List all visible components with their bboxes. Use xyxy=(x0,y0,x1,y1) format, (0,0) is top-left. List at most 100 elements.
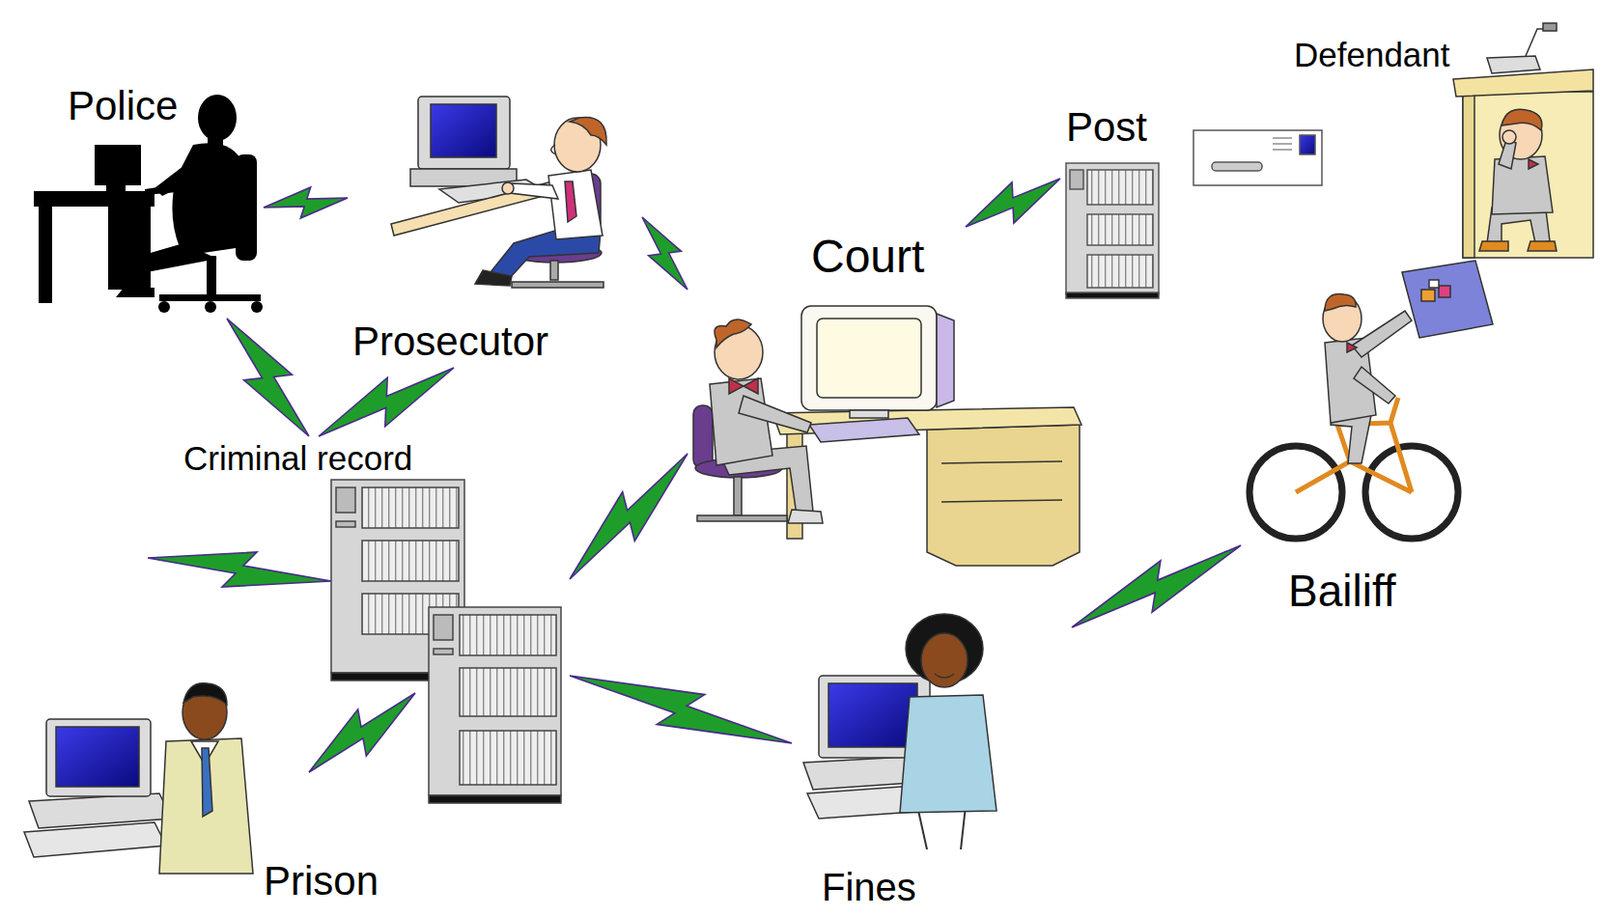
node-label: Criminal record xyxy=(183,439,413,478)
prosecutor-figure xyxy=(548,169,603,240)
lightning-connector xyxy=(642,217,688,290)
court-figure xyxy=(709,378,773,466)
post-server xyxy=(1066,292,1159,299)
court-figure xyxy=(693,306,1082,566)
defendant-figure xyxy=(1479,241,1557,252)
lightning-connector-group xyxy=(642,217,688,290)
bailiff-figure xyxy=(1402,260,1493,338)
criminal-record-servers xyxy=(336,487,356,513)
court-figure xyxy=(809,418,920,443)
court-figure xyxy=(801,306,937,411)
node-label: Police xyxy=(67,83,178,130)
envelope xyxy=(1193,130,1322,186)
prosecutor-node: Prosecutor xyxy=(347,91,643,368)
fines-figure xyxy=(934,673,955,678)
criminal-record-servers xyxy=(433,615,453,641)
criminal-record-servers xyxy=(336,521,356,528)
police-silhouette xyxy=(197,94,237,141)
fines-figure xyxy=(803,614,997,850)
court-figure xyxy=(816,318,922,398)
court-figure xyxy=(738,395,812,433)
prosecutor-figure xyxy=(551,144,557,155)
police-silhouette xyxy=(251,301,263,313)
lightning-connector-group xyxy=(263,187,348,219)
bailiff-figure xyxy=(1429,280,1439,288)
police-silhouette xyxy=(158,301,170,313)
prosecutor-figure xyxy=(509,183,559,199)
defendant-figure xyxy=(1528,159,1539,169)
defendant-figure xyxy=(1501,109,1543,131)
prosecutor-figure xyxy=(511,281,604,288)
criminal-record-servers xyxy=(459,615,557,656)
criminal-record-node: Criminal record xyxy=(178,436,570,694)
criminal-record-servers xyxy=(459,668,557,717)
lightning-connector-group xyxy=(318,367,454,437)
bailiff-figure xyxy=(1421,289,1435,302)
criminal-record-servers xyxy=(428,607,562,796)
lightning-connector xyxy=(308,693,416,773)
node-label: Prison xyxy=(263,858,379,905)
prison-figure xyxy=(159,738,253,874)
prosecutor-figure xyxy=(550,260,559,281)
defendant-figure xyxy=(1453,69,1594,97)
police-silhouette xyxy=(38,206,53,304)
lightning-connector xyxy=(965,178,1061,227)
prison-figure xyxy=(201,748,213,817)
fines-figure xyxy=(921,633,968,688)
defendant-figure xyxy=(1462,91,1475,258)
lightning-connector-group xyxy=(226,318,309,437)
post-server xyxy=(1087,254,1153,288)
post-server xyxy=(1087,214,1153,246)
node-label: Post xyxy=(1066,104,1148,151)
prosecutor-figure xyxy=(475,270,512,286)
envelope xyxy=(1299,135,1316,155)
police-node: Police xyxy=(27,77,264,319)
bailiff-figure xyxy=(1347,342,1357,353)
defendant-figure xyxy=(1453,23,1594,258)
court-figure xyxy=(787,509,823,524)
prison-node: Prison xyxy=(14,772,396,913)
criminal-record-servers xyxy=(459,730,557,786)
lightning-connector xyxy=(318,367,454,437)
lightning-connector xyxy=(569,675,792,744)
envelope xyxy=(1211,162,1263,171)
lightning-connector-group xyxy=(569,675,792,744)
lightning-connector xyxy=(226,318,309,437)
node-label: Prosecutor xyxy=(352,318,549,365)
prosecutor-figure xyxy=(430,104,497,158)
criminal-record-servers xyxy=(428,795,562,804)
defendant-node: Defendant xyxy=(1289,4,1597,258)
police-silhouette xyxy=(159,294,261,302)
prison-figure xyxy=(56,727,140,787)
court-figure xyxy=(733,477,742,516)
police-silhouette xyxy=(235,154,257,261)
post-server xyxy=(1087,169,1153,205)
police-silhouette xyxy=(94,144,141,186)
envelope xyxy=(1272,138,1292,150)
lightning-connector-group xyxy=(1071,545,1241,628)
court-figure xyxy=(936,313,955,408)
police-silhouette xyxy=(204,301,217,313)
prosecutor-figure xyxy=(502,182,514,195)
node-label: Defendant xyxy=(1293,35,1451,75)
node-label: Bailiff xyxy=(1288,565,1397,618)
prosecutor-figure xyxy=(391,96,607,288)
defendant-figure xyxy=(1502,130,1516,144)
lightning-connector-group xyxy=(569,453,688,580)
node-label: Fines xyxy=(821,865,917,910)
lightning-connector xyxy=(1071,545,1241,628)
post-server xyxy=(1066,163,1159,299)
court-figure xyxy=(849,410,889,419)
defendant-figure xyxy=(1462,91,1594,258)
defendant-figure xyxy=(1543,23,1557,31)
prosecutor-figure xyxy=(418,96,510,169)
bailiff-figure xyxy=(1438,285,1451,298)
prison-figure xyxy=(24,822,167,858)
lightning-connector xyxy=(569,453,688,580)
prison-figure xyxy=(46,719,151,797)
court-figure xyxy=(941,461,1063,503)
police-silhouette xyxy=(106,183,126,194)
post-server xyxy=(1066,163,1159,295)
bailiff-figure xyxy=(1249,260,1493,539)
police-silhouette xyxy=(115,287,155,298)
